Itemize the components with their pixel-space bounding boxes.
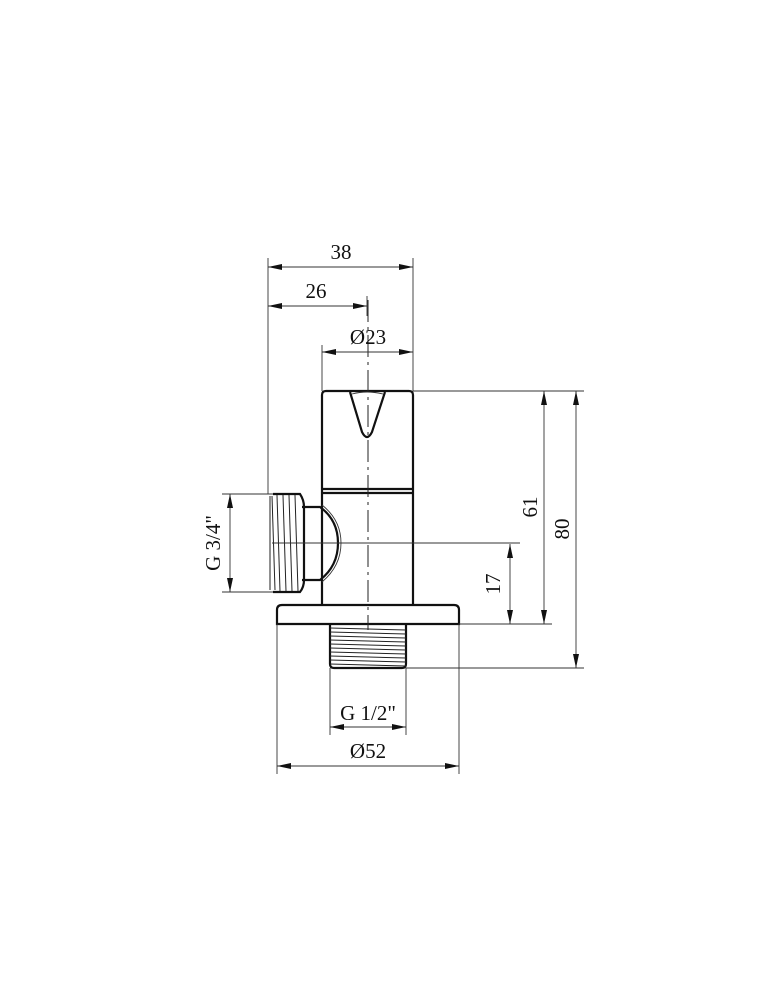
dimension-diameter-52: Ø52 [277, 739, 459, 769]
svg-text:Ø52: Ø52 [350, 739, 386, 763]
dimension-g12: G 1/2" [330, 701, 406, 730]
dimension-61: 61 [518, 391, 547, 624]
dimension-g34: G 3/4" [201, 494, 233, 592]
dimension-17: 17 [481, 544, 513, 624]
dimension-38: 38 [268, 240, 413, 270]
valve-body [320, 389, 415, 605]
dimension-26: 26 [268, 279, 367, 309]
svg-text:G 3/4": G 3/4" [201, 515, 225, 571]
dimension-80: 80 [550, 391, 579, 668]
svg-text:Ø23: Ø23 [350, 325, 386, 349]
svg-text:26: 26 [306, 279, 327, 303]
bottom-nipple [328, 624, 408, 670]
svg-text:61: 61 [518, 497, 542, 518]
svg-text:38: 38 [331, 240, 352, 264]
center-lines [272, 300, 520, 630]
dimension-diameter-23: Ø23 [322, 325, 413, 355]
svg-text:17: 17 [481, 574, 505, 595]
flange [275, 603, 461, 626]
handle-notch [348, 391, 387, 439]
svg-text:80: 80 [550, 519, 574, 540]
svg-text:G 1/2": G 1/2" [340, 701, 396, 725]
